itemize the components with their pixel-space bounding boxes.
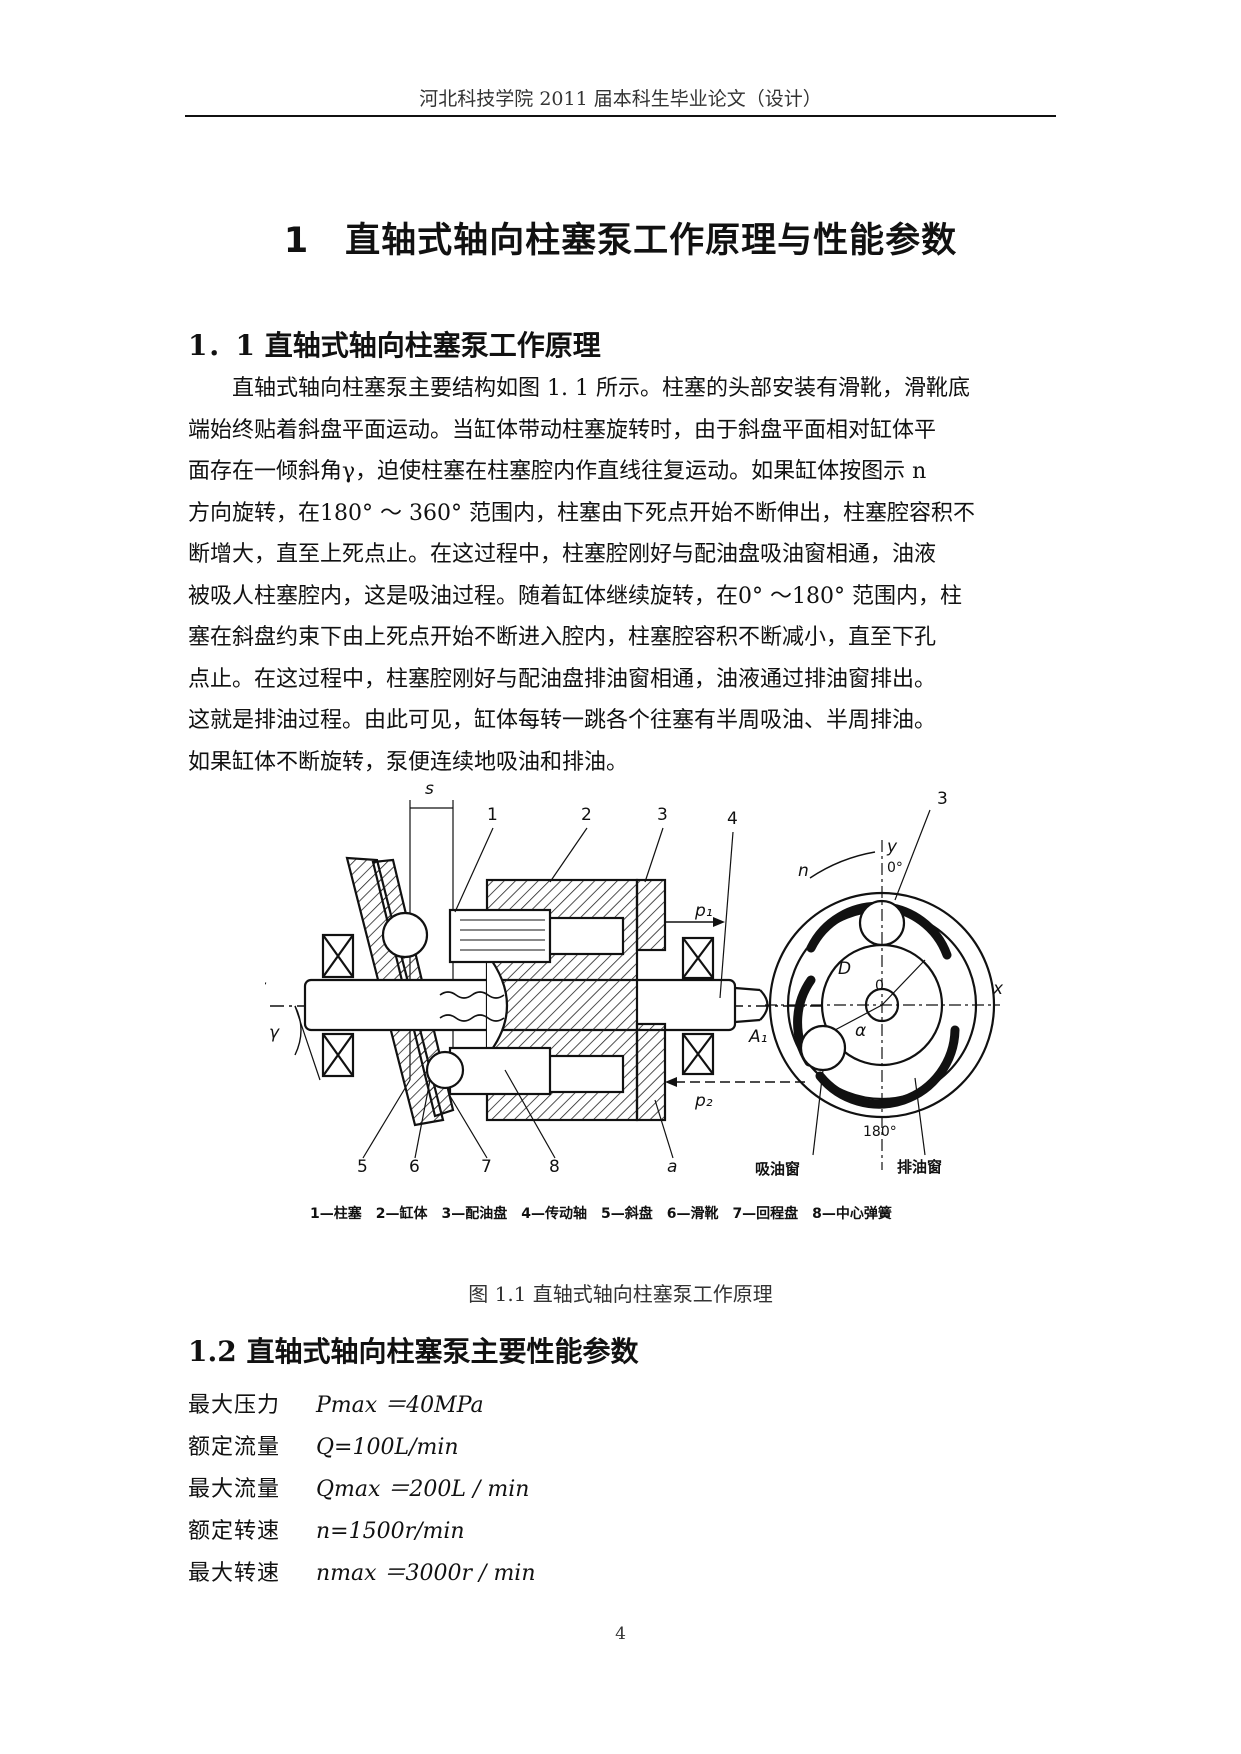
param-row: 最大转速 nmax ＝3000r / min [188, 1553, 536, 1595]
label-A1: A₁ [748, 1027, 767, 1047]
chapter-title: 1 直轴式轴向柱塞泵工作原理与性能参数 [185, 212, 1056, 263]
paragraph-line: 被吸人柱塞腔内，这是吸油过程。随着缸体继续旋转，在0° ～180° 范围内，柱 [188, 583, 962, 609]
body-paragraph: 直轴式轴向柱塞泵主要结构如图 1. 1 所示。柱塞的头部安装有滑靴，滑靴底 端始… [188, 368, 1054, 783]
label-discharge-window: 排油窗 [897, 1158, 942, 1176]
paragraph-line: 端始终贴着斜盘平面运动。当缸体带动柱塞旋转时，由于斜盘平面相对缸体平 [188, 417, 937, 443]
section-1-1-title: 1．1 直轴式轴向柱塞泵工作原理 [188, 329, 601, 362]
page-number: 4 [615, 1624, 626, 1644]
label-origin: 0 [875, 978, 884, 994]
param-label: 额定转速 [188, 1519, 281, 1544]
label-p1: p₁ [694, 901, 713, 921]
chapter-title-text: 直轴式轴向柱塞泵工作原理与性能参数 [345, 221, 958, 261]
figure-caption: 图 1.1 直轴式轴向柱塞泵工作原理 [468, 1282, 773, 1306]
param-row: 额定流量 Q=100L/min [188, 1427, 536, 1469]
label-6: 6 [409, 1157, 420, 1177]
param-value: Pmax ＝40MPa [316, 1393, 484, 1418]
label-suction-window: 吸油窗 [755, 1160, 800, 1178]
label-a: a [667, 1157, 677, 1177]
param-value: nmax ＝3000r / min [316, 1561, 536, 1586]
label-0-deg: 0° [887, 860, 903, 876]
paragraph-line: 方向旋转，在180° ～ 360° 范围内，柱塞由下死点开始不断伸出，柱塞腔容积… [188, 500, 975, 526]
param-row: 最大流量 Qmax ＝200L / min [188, 1469, 536, 1511]
pump-diagram: s 1 2 3 4 3 5 6 7 8 a z γ p₁ p₂ x y n 0°… [256, 779, 1004, 1222]
label-3-end-view: 3 [937, 789, 948, 809]
label-alpha: α [855, 1021, 866, 1041]
param-row: 额定转速 n=1500r/min [188, 1511, 536, 1553]
paragraph-line: 如果缸体不断旋转，泵便连续地吸油和排油。 [188, 749, 629, 775]
label-y: y [886, 837, 898, 857]
label-p2: p₂ [694, 1091, 713, 1111]
running-header: 河北科技学院 2011 届本科生毕业论文（设计） [419, 88, 822, 110]
param-label: 最大压力 [188, 1393, 281, 1418]
label-3: 3 [657, 805, 668, 825]
label-180-deg: 180° [863, 1124, 897, 1140]
label-D: D [838, 959, 851, 979]
label-n: n [798, 861, 809, 881]
label-gamma: γ [269, 1023, 280, 1043]
param-value: Qmax ＝200L / min [316, 1477, 530, 1502]
label-5: 5 [357, 1157, 368, 1177]
section-1-2-title: 1.2 直轴式轴向柱塞泵主要性能参数 [188, 1335, 639, 1368]
label-4: 4 [727, 809, 738, 829]
paragraph-line: 这就是排油过程。由此可见，缸体每转一跳各个往塞有半周吸油、半周排油。 [188, 708, 937, 733]
paragraph-line: 塞在斜盘约束下由上死点开始不断进入腔内，柱塞腔容积不断减小，直至下孔 [188, 625, 937, 650]
paragraph-line: 直轴式轴向柱塞泵主要结构如图 1. 1 所示。柱塞的头部安装有滑靴，滑靴底 [232, 376, 970, 401]
pump-diagram-figure: s 1 2 3 4 3 5 6 7 8 a z γ p₁ p₂ x y n 0°… [256, 779, 1105, 1260]
parameter-list: 最大压力 Pmax ＝40MPa 额定流量 Q=100L/min 最大流量 Qmax … [188, 1385, 536, 1595]
label-z: z [265, 977, 267, 997]
param-label: 最大流量 [188, 1477, 281, 1502]
paragraph-line: 面存在一倾斜角γ，迫使柱塞在柱塞腔内作直线往复运动。如果缸体按图示 n [188, 459, 927, 484]
param-label: 额定流量 [188, 1435, 281, 1460]
label-s: s [425, 780, 434, 799]
param-row: 最大压力 Pmax ＝40MPa [188, 1385, 536, 1427]
figure-legend: 1—柱塞 2—缸体 3—配油盘 4—传动轴 5—斜盘 6—滑靴 7—回程盘 8—… [310, 1205, 892, 1222]
label-8: 8 [549, 1157, 560, 1177]
label-1: 1 [487, 805, 498, 825]
param-value: Q=100L/min [316, 1435, 459, 1460]
label-x: x [992, 979, 1004, 999]
label-7: 7 [481, 1157, 492, 1177]
param-value: n=1500r/min [316, 1519, 465, 1544]
param-label: 最大转速 [188, 1561, 281, 1586]
paragraph-line: 断增大，直至上死点止。在这过程中，柱塞腔刚好与配油盘吸油窗相通，油液 [188, 542, 937, 567]
paragraph-line: 点止。在这过程中，柱塞腔刚好与配油盘排油窗相通，油液通过排油窗排出。 [188, 666, 937, 692]
header-rule [185, 115, 1056, 117]
label-2: 2 [581, 805, 592, 825]
chapter-number: 1 [283, 221, 310, 261]
